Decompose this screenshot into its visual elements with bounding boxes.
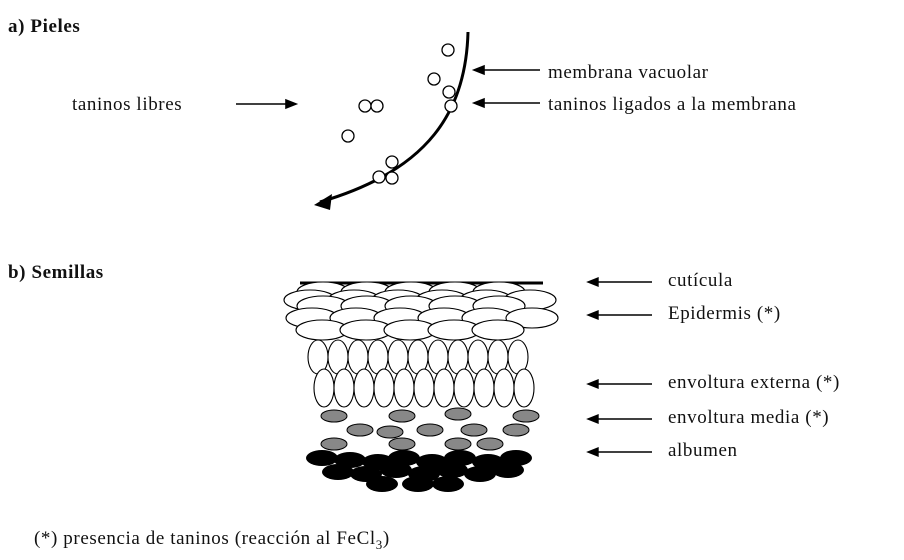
outer-coat-cell [333,368,355,408]
middle-coat-cell [416,423,444,437]
vacuolar-membrane [319,31,470,204]
layer-label-middle-coat: envoltura media (*) [668,407,830,428]
outer-coat-cell [393,368,415,408]
middle-coat-cell [476,437,504,451]
middle-coat-cell [320,409,348,423]
albumen-cell [402,476,434,492]
albumen-cell [366,476,398,492]
outer-coat-cell [413,368,435,408]
middle-coat-cell [444,437,472,451]
layer-label-cuticle: cutícula [668,270,733,291]
albumen-cell [432,476,464,492]
middle-coat-cell [346,423,374,437]
membrane-arrowhead [314,194,332,210]
middle-coat-cell [502,423,530,437]
middle-coat-cell [376,425,404,439]
outer-coat-cell [433,368,455,408]
seed-arrows [586,276,652,458]
layer-label-albumen: albumen [668,440,738,461]
footnote-closing: ) [382,528,390,549]
middle-coat-cell [320,437,348,451]
skins-heading: a) Pieles [8,16,81,37]
middle-coat-cell [444,407,472,421]
albumen-cell [436,462,468,478]
outer-coat-cell [513,368,535,408]
outer-coat-cell [373,368,395,408]
albumen-cell [380,462,412,478]
middle-coat-cell [388,437,416,451]
layer-label-outer-coat: envoltura externa (*) [668,372,840,393]
seed-layers-illustration [283,281,559,492]
albumen-cell [464,466,496,482]
outer-coat-cell [313,368,335,408]
middle-coat-cell [388,409,416,423]
outer-coat-cell [473,368,495,408]
footnote-text: (*) presencia de taninos (reacción al Fe… [34,528,376,549]
outer-coat-cell [353,368,375,408]
footnote: (*) presencia de taninos (reacción al Fe… [34,528,390,553]
middle-coat-cell [512,409,540,423]
outer-coat-cell [453,368,475,408]
epidermis-cell [505,307,559,329]
middle-coat-cell [460,423,488,437]
layer-label-epidermis: Epidermis (*) [668,303,781,324]
albumen-cell [334,452,366,468]
footnote-subscript: 3 [375,536,383,552]
free-tannins-label: taninos libres [72,94,183,115]
epidermis-cell [471,319,525,341]
seeds-heading: b) Semillas [8,262,104,283]
outer-coat-cell [493,368,515,408]
bound-tannins-label: taninos ligados a la membrana [548,94,797,115]
albumen-cell [322,464,354,480]
tannin-circles [341,43,458,185]
albumen-cell [492,462,524,478]
albumen-cell [306,450,338,466]
vacuolar-membrane-label: membrana vacuolar [548,62,709,83]
